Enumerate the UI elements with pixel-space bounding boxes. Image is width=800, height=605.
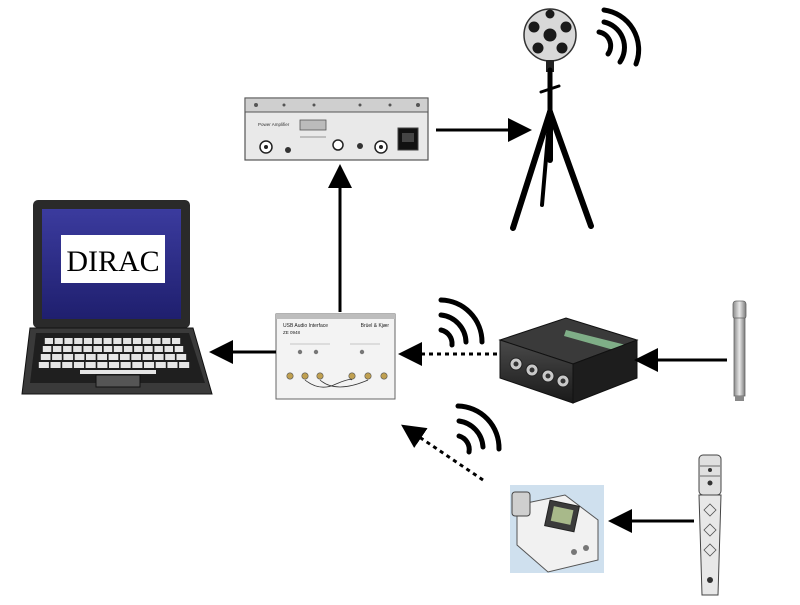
transmitter-connector	[511, 491, 531, 517]
amplifier-xlr-connector	[332, 139, 344, 151]
measurement-microphone	[732, 300, 747, 401]
wireless-transmitter	[510, 485, 604, 573]
keyboard-key	[50, 362, 61, 368]
keyboard-key	[63, 354, 74, 360]
usb-interface-top-edge	[276, 314, 395, 319]
keyboard-key	[38, 362, 49, 368]
keyboard-key	[153, 354, 164, 360]
laptop-keyboard	[38, 338, 190, 374]
keyboard-key	[176, 354, 187, 360]
input-module-box	[498, 317, 639, 404]
keyboard-key	[109, 362, 120, 368]
keyboard-key	[134, 346, 143, 352]
input-module-label-strip	[564, 330, 630, 354]
keyboard-key	[144, 362, 155, 368]
keyboard-key	[40, 354, 51, 360]
tripod	[510, 67, 594, 231]
usb-audio-interface: USB Audio Interface ZE 0948 Brüel & Kjær	[275, 313, 396, 400]
usb-interface-led	[297, 349, 303, 355]
keyboard-key	[113, 338, 122, 344]
wireless-signal-icon	[438, 297, 485, 348]
keyboard-key	[164, 346, 173, 352]
handheld-microphone	[698, 454, 722, 596]
keyboard-key	[44, 338, 53, 344]
keyboard-key	[63, 346, 72, 352]
sound-waves-icon	[596, 7, 642, 67]
keyboard-key	[174, 346, 184, 352]
input-module-side	[572, 339, 638, 404]
keyboard-key	[154, 346, 163, 352]
arrow-transmitter-to-interface-wireless	[401, 424, 484, 482]
keyboard-key	[132, 338, 142, 344]
keyboard-key	[103, 338, 112, 344]
usb-interface-led	[313, 349, 319, 355]
keyboard-key	[172, 338, 181, 344]
keyboard-key	[152, 338, 161, 344]
keyboard-key	[97, 354, 107, 360]
keyboard-key	[165, 354, 175, 360]
usb-interface-title: USB Audio Interface	[283, 323, 328, 329]
handheld-mic-head	[698, 454, 722, 496]
keyboard-key	[52, 354, 62, 360]
keyboard-key	[179, 362, 190, 368]
connection-arrows	[209, 118, 727, 533]
keyboard-key	[108, 354, 119, 360]
keyboard-key	[120, 354, 130, 360]
keyboard-key	[123, 346, 133, 352]
usb-interface-body	[275, 313, 396, 400]
keyboard-key	[103, 346, 113, 352]
dodecahedron-loudspeaker	[523, 8, 577, 72]
keyboard-key	[120, 362, 131, 368]
keyboard-key	[97, 362, 108, 368]
amplifier-top-panel	[244, 97, 429, 113]
laptop-screen-label-box	[61, 235, 165, 283]
keyboard-key	[144, 346, 153, 352]
handheld-mic-body	[698, 494, 722, 596]
keyboard-key	[131, 354, 141, 360]
keyboard-key	[167, 362, 178, 368]
keyboard-key	[64, 338, 73, 344]
keyboard-key	[93, 338, 102, 344]
laptop-screen-label: DIRAC	[66, 245, 159, 278]
keyboard-key	[162, 338, 171, 344]
keyboard-key	[54, 338, 63, 344]
keyboard-key	[74, 354, 85, 360]
keyboard-key	[83, 338, 93, 344]
keyboard-key	[62, 362, 73, 368]
keyboard-key	[52, 346, 62, 352]
keyboard-key	[142, 338, 151, 344]
usb-interface-led	[359, 349, 365, 355]
keyboard-key	[155, 362, 166, 368]
keyboard-key	[73, 346, 82, 352]
bnc-connectors	[509, 357, 570, 388]
keyboard-key	[113, 346, 123, 352]
keyboard-key	[123, 338, 132, 344]
usb-interface-brand: Brüel & Kjær	[361, 323, 390, 329]
keyboard-key	[86, 354, 96, 360]
keyboard-key	[74, 338, 83, 344]
keyboard-key	[85, 362, 96, 368]
amplifier-connector-strip	[299, 119, 327, 131]
wireless-signal-icon	[455, 403, 502, 455]
keyboard-key	[93, 346, 102, 352]
laptop-touchpad	[95, 374, 141, 388]
amplifier-jack	[285, 147, 291, 153]
keyboard-key	[73, 362, 84, 368]
usb-interface-model: ZE 0948	[283, 330, 301, 335]
keyboard-key	[142, 354, 153, 360]
keyboard-key	[42, 346, 52, 352]
laptop: DIRAC	[21, 200, 213, 395]
keyboard-key	[132, 362, 143, 368]
amplifier-name: Power Amplifier	[258, 122, 290, 127]
usb-interface-connectors	[286, 372, 388, 388]
power-amplifier: Power Amplifier	[244, 97, 429, 161]
keyboard-spacebar	[80, 370, 156, 374]
keyboard-key	[83, 346, 92, 352]
